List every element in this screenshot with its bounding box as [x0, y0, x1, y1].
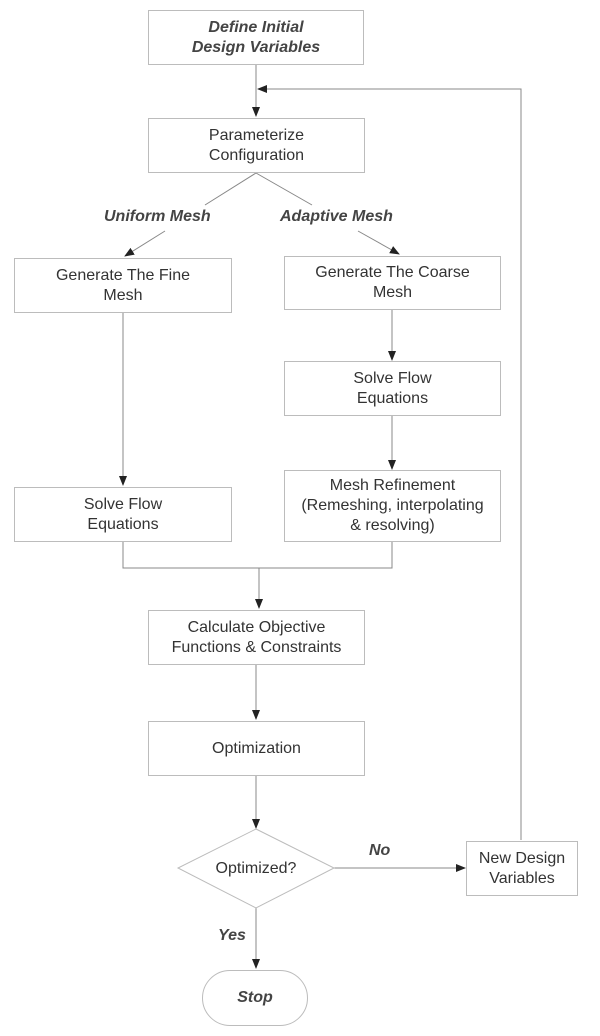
node-fine-mesh-label: Generate The Fine Mesh — [55, 266, 190, 304]
edge-adaptive-arrow — [357, 230, 400, 255]
node-mesh-refinement: Mesh Refinement (Remeshing, interpolatin… — [284, 470, 501, 542]
node-parameterize: Parameterize Configuration — [148, 118, 365, 173]
node-coarse-mesh: Generate The Coarse Mesh — [284, 256, 501, 310]
node-optimization-label: Optimization — [212, 739, 301, 757]
node-stop-terminal: Stop — [202, 970, 308, 1026]
node-define-initial-label: Define Initial Design Variables — [191, 18, 321, 56]
edge-param-split-left — [204, 172, 257, 206]
node-new-design-variables: New Design Variables — [466, 841, 578, 896]
node-fine-mesh: Generate The Fine Mesh — [14, 258, 232, 313]
node-coarse-mesh-label: Generate The Coarse Mesh — [315, 264, 470, 301]
edge-loop-back — [257, 85, 522, 840]
node-optimized-decision: Optimized? — [178, 829, 334, 908]
node-solve-flow-left-label: Solve Flow Equations — [83, 495, 163, 533]
node-optimized-label: Optimized? — [215, 859, 297, 877]
node-parameterize-label: Parameterize Configuration — [208, 126, 305, 164]
edge-uniform-arrow — [124, 230, 166, 257]
node-stop-label: Stop — [237, 989, 273, 1006]
node-define-initial: Define Initial Design Variables — [148, 10, 364, 65]
node-solve-flow-right-label: Solve Flow Equations — [353, 369, 432, 407]
node-solve-flow-left: Solve Flow Equations — [14, 487, 232, 542]
node-objective: Calculate Objective Functions & Constrai… — [148, 610, 365, 665]
edge-merge — [122, 541, 393, 569]
node-objective-label: Calculate Objective Functions & Constrai… — [171, 618, 342, 656]
node-solve-flow-right: Solve Flow Equations — [284, 361, 501, 416]
edge-label-yes: Yes — [218, 927, 246, 944]
node-optimization: Optimization — [148, 721, 365, 776]
decision-diamond-shape — [176, 828, 336, 909]
edge-label-no: No — [369, 842, 391, 859]
node-mesh-refinement-label: Mesh Refinement (Remeshing, interpolatin… — [301, 477, 484, 534]
edge-label-uniform: Uniform Mesh — [104, 208, 211, 225]
edge-param-split-right — [255, 172, 313, 206]
node-new-design-variables-label: New Design Variables — [478, 849, 566, 887]
edge-label-adaptive: Adaptive Mesh — [280, 208, 393, 225]
